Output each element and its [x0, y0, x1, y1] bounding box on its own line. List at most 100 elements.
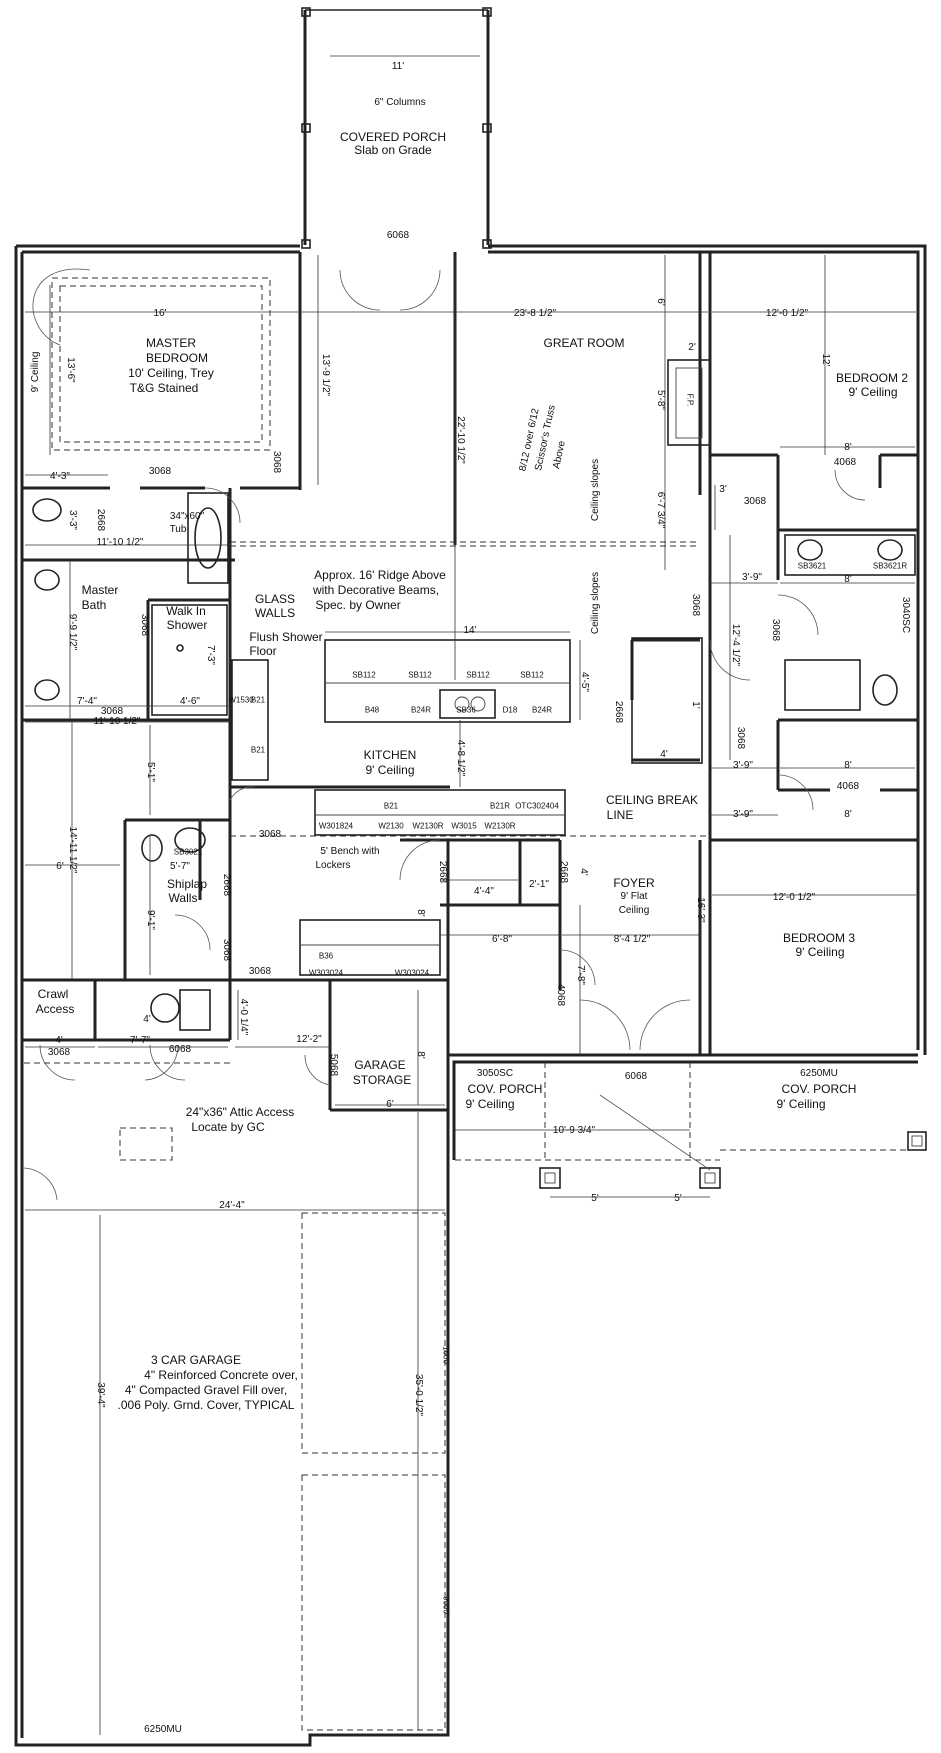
door-1600: 1600	[441, 1346, 451, 1364]
dim-5a: 5'	[591, 1193, 599, 1204]
covered-porch-label: COVERED PORCH	[339, 130, 447, 144]
dashed-lines	[24, 277, 925, 1731]
flush-shower-detail: Floor	[249, 644, 277, 658]
door-3068-shower: 3068	[139, 613, 150, 637]
cov-porch-right-label: COV. PORCH	[781, 1082, 857, 1096]
laundry-cab-1: B36	[318, 951, 334, 961]
dim-7-8: 7'-8"	[575, 965, 586, 985]
door-9000: 9000	[441, 1596, 451, 1614]
dim-35-0: 35'-0 1/2"	[413, 1373, 424, 1417]
dim-24-4: 24'-4"	[219, 1200, 245, 1211]
island-upper-2: SB112	[408, 670, 432, 680]
ceiling-slopes-2: Ceiling slopes	[590, 571, 601, 635]
dim-5-7: 5'-7"	[170, 861, 190, 872]
dim-7-7: 7'-7"	[130, 1035, 150, 1046]
crawl-label-1: Crawl	[37, 987, 69, 1001]
dim-13-6: 13'-6"	[65, 357, 76, 383]
cov-porch-left-code: 3050SC	[476, 1068, 514, 1079]
dim-4-6: 4'-6"	[180, 696, 200, 707]
island-lower-1: B48	[364, 705, 380, 715]
dim-12-4: 12'-4 1/2"	[730, 623, 741, 667]
dim-4-5: 4'-5"	[579, 672, 590, 692]
bench-label-2: Lockers	[315, 860, 351, 871]
garage-detail-2: 4" Compacted Gravel Fill over,	[124, 1383, 288, 1397]
dim-5-8: 5'-8"	[655, 390, 666, 410]
dim-2: 2'	[688, 342, 696, 353]
dim-14: 14'	[463, 625, 477, 636]
door-6250mu: 6250MU	[144, 1724, 182, 1735]
covered-porch-walls	[301, 7, 492, 249]
fp-label: F.P.	[685, 393, 695, 407]
door-4068-office: 4068	[555, 983, 566, 1007]
dim-11-10a: 11'-10 1/2"	[96, 537, 144, 548]
master-bedroom-label2: BEDROOM	[145, 351, 209, 365]
crawl-label-2: Access	[35, 1002, 75, 1016]
dim-3-3: 3'-3"	[67, 510, 78, 530]
mbath-side-1: W1530	[228, 695, 254, 705]
cov-porch-left-label: COV. PORCH	[467, 1082, 543, 1096]
dim-4-0: 4'-0 1/4"	[238, 998, 249, 1036]
shiplap-label-1: Shiplap	[166, 877, 208, 891]
ceiling-break-2: LINE	[606, 808, 634, 822]
tub-detail: Tub	[169, 524, 187, 535]
foyer-label: FOYER	[613, 876, 655, 890]
dim-6: 6'	[655, 298, 666, 306]
bench-label-1: 5' Bench with	[320, 846, 380, 857]
vanity-b2-1: SB3621	[797, 561, 827, 571]
dim-7-3: 7'-3"	[205, 645, 216, 665]
master-ceiling-note: 9' Ceiling	[30, 351, 41, 393]
door-6068-porch: 6068	[386, 230, 410, 241]
interior-walls	[22, 252, 918, 1112]
ridge-note-1: Approx. 16' Ridge Above	[314, 568, 446, 582]
garage-storage-1: GARAGE	[354, 1058, 406, 1072]
mbath-side-3: B21	[250, 745, 266, 755]
door-3068-mud: 3068	[221, 938, 232, 962]
door-swings	[21, 268, 866, 1201]
mbath-side-2: B21	[250, 695, 266, 705]
flush-shower-label: Flush Shower	[249, 630, 323, 644]
vanity-b2-2: SB3621R	[872, 561, 908, 571]
cov-porch-right-code: 6250MU	[800, 1068, 838, 1079]
door-3068-bath: 3068	[100, 706, 124, 717]
dim-23-8: 23'-8 1/2"	[513, 308, 557, 319]
dim-8-mid: 8'	[844, 574, 852, 585]
ceiling-break-1: CEILING BREAK	[605, 793, 699, 807]
door-3068-crawl: 3068	[47, 1047, 71, 1058]
dim-8-top: 8'	[844, 442, 852, 453]
bath-small-cab: SB3021	[173, 847, 203, 857]
foyer-detail: 9' Flat	[620, 891, 648, 902]
dim-6-gs: 6'	[386, 1099, 394, 1110]
dim-2-1: 2'-1"	[529, 879, 549, 890]
kitchen-upper-3: W2130	[378, 821, 404, 831]
garage-label: 3 CAR GARAGE	[150, 1353, 242, 1367]
dim-14-11: 14'-11 1/2"	[67, 826, 78, 874]
porch-columns	[539, 1131, 927, 1189]
island-upper-4: SB112	[520, 670, 544, 680]
kitchen-upper-1: W301824	[318, 821, 354, 831]
dim-8-wic2: 8'	[844, 809, 852, 820]
bedroom3-detail: 9' Ceiling	[795, 945, 845, 959]
door-3040sc: 3040SC	[900, 596, 911, 634]
glass-walls-label: GLASS	[254, 592, 296, 606]
master-bedroom-detail2: T&G Stained	[129, 381, 199, 395]
dim-8-4: 8'-4 1/2"	[613, 934, 651, 945]
cov-porch-right-detail: 9' Ceiling	[776, 1097, 826, 1111]
door-4068-wic2: 4068	[836, 781, 860, 792]
dim-4-foyer: 4'	[578, 868, 589, 876]
master-bedroom-detail: 10' Ceiling, Trey	[128, 366, 214, 380]
dim-5-1: 5'-1"	[145, 762, 156, 782]
porch-width-dim: 11'	[391, 61, 405, 72]
dim-8-gs: 8'	[415, 1051, 426, 1059]
master-bath-detail: Bath	[81, 598, 107, 612]
cov-porch-left-detail: 9' Ceiling	[465, 1097, 515, 1111]
dim-4-crawl: 4'	[55, 1035, 63, 1046]
door-2668-wc2: 2668	[221, 873, 232, 897]
dimension-lines	[25, 55, 916, 1735]
door-3068-vert: 3068	[690, 593, 701, 617]
dim-11-10b: 11'-10 1/2"	[93, 716, 141, 727]
dim-3-9a: 3'-9"	[742, 572, 762, 583]
laundry-cab-3: W303024	[394, 968, 430, 978]
kitchen-upper-6: B21R	[489, 801, 511, 811]
dim-4-wh: 4'	[143, 1014, 151, 1025]
